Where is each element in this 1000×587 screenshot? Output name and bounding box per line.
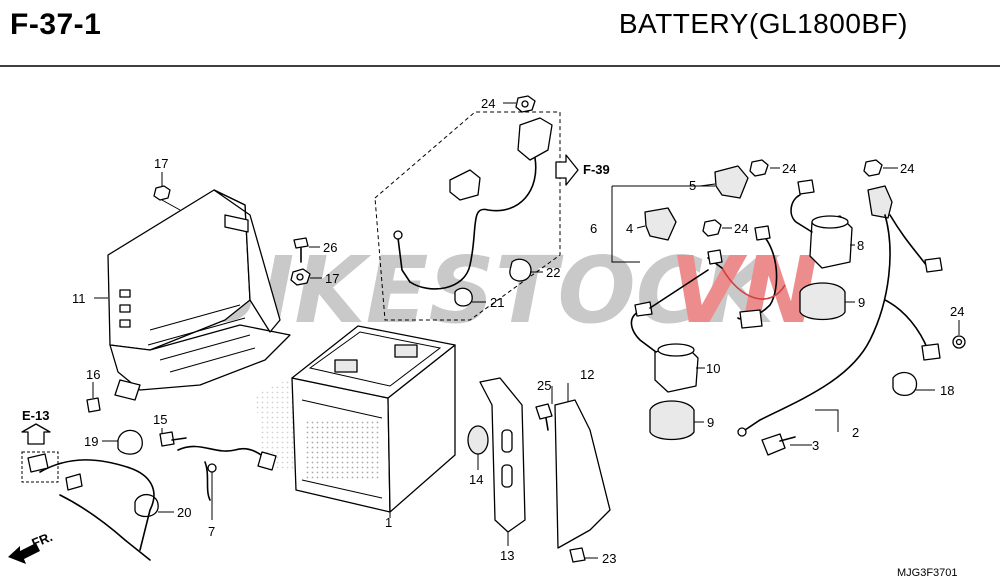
harness-lower-left[interactable] — [21, 451, 155, 561]
starter-relay-8[interactable] — [790, 179, 853, 269]
inset-box — [374, 111, 561, 321]
watermark-text-a: BIKESTOCK — [190, 237, 780, 344]
callout-6: 6 — [590, 221, 597, 236]
relay-cover-9-bottom[interactable] — [649, 400, 695, 441]
callout-4: 4 — [626, 221, 633, 236]
page-title: BATTERY(GL1800BF) — [618, 8, 908, 39]
nut-24-right-top[interactable] — [863, 159, 883, 177]
clamp-21[interactable] — [454, 287, 473, 307]
callout-12: 12 — [580, 367, 594, 382]
callout-3: 3 — [812, 438, 819, 453]
clamp-18[interactable] — [892, 371, 918, 396]
bolt-23[interactable] — [569, 547, 586, 563]
callout-24-d: 24 — [950, 304, 964, 319]
nut-24-mid-a[interactable] — [749, 159, 769, 177]
nut-17-top[interactable] — [153, 185, 181, 211]
plate-12[interactable] — [554, 399, 611, 549]
callout-18: 18 — [940, 383, 954, 398]
callout-5: 5 — [689, 178, 696, 193]
callout-26: 26 — [323, 240, 337, 255]
terminal-cover-5[interactable] — [714, 165, 749, 199]
bolt-25[interactable] — [535, 403, 553, 431]
front-arrow[interactable]: FR. — [8, 529, 55, 564]
callout-24-a: 24 — [782, 161, 796, 176]
callout-25: 25 — [537, 378, 551, 393]
callout-11: 11 — [72, 291, 86, 306]
callout-15: 15 — [153, 412, 167, 427]
callout-21: 21 — [490, 295, 504, 310]
cable-terminal-3[interactable] — [761, 433, 796, 456]
band-22[interactable] — [509, 258, 532, 282]
nut-24-top[interactable] — [515, 95, 536, 113]
callout-19: 19 — [84, 434, 98, 449]
callout-24-top: 24 — [481, 96, 495, 111]
bolt-15[interactable] — [159, 431, 187, 447]
f39-arrow[interactable]: F-39 — [555, 154, 610, 186]
callout-13: 13 — [500, 548, 514, 563]
callout-17-top: 17 — [154, 156, 168, 171]
callout-20: 20 — [177, 505, 191, 520]
callout-2: 2 — [852, 425, 859, 440]
callout-9-top: 9 — [858, 295, 865, 310]
callout-17: 17 — [325, 271, 339, 286]
inset-cable[interactable] — [393, 117, 553, 290]
callout-22: 22 — [546, 265, 560, 280]
relay-cover-9-top[interactable] — [799, 282, 846, 321]
callout-24-b: 24 — [734, 221, 748, 236]
battery-case[interactable] — [107, 189, 291, 401]
diagram-code: MJG3F3701 — [897, 567, 958, 579]
battery-cable-2[interactable] — [737, 185, 943, 437]
callout-7: 7 — [208, 524, 215, 539]
nut-17[interactable] — [290, 268, 311, 286]
callout-14: 14 — [469, 472, 483, 487]
e13-reference: E-13 — [22, 408, 49, 423]
sub-cable-7[interactable] — [177, 445, 277, 501]
clamp-20[interactable] — [134, 494, 159, 518]
bolt-26[interactable] — [293, 237, 309, 263]
relay-cable[interactable] — [707, 225, 786, 329]
callout-1: 1 — [385, 515, 392, 530]
clip-16[interactable] — [86, 397, 101, 413]
front-label: FR. — [30, 529, 55, 551]
f39-reference: F-39 — [583, 162, 610, 177]
terminal-cover-4[interactable] — [644, 207, 677, 241]
starter-relay-10[interactable] — [630, 269, 709, 393]
grommet-14[interactable] — [467, 425, 489, 455]
stay-13[interactable] — [479, 377, 526, 533]
callouts: 1 2 3 4 5 6 7 8 9 9 10 11 12 13 14 15 16… — [72, 96, 964, 566]
leader-lines — [92, 102, 960, 559]
callout-10: 10 — [706, 361, 720, 376]
callout-8: 8 — [857, 238, 864, 253]
callout-16: 16 — [86, 367, 100, 382]
nut-24-right[interactable] — [952, 335, 966, 349]
nut-24-mid-b[interactable] — [702, 219, 722, 237]
callout-9-bottom: 9 — [707, 415, 714, 430]
clamp-19[interactable] — [117, 429, 143, 455]
page-code: F-37-1 — [10, 8, 102, 41]
battery[interactable] — [291, 325, 456, 513]
callout-24-c: 24 — [900, 161, 914, 176]
callout-23: 23 — [602, 551, 616, 566]
e13-arrow[interactable]: E-13 — [21, 408, 51, 445]
